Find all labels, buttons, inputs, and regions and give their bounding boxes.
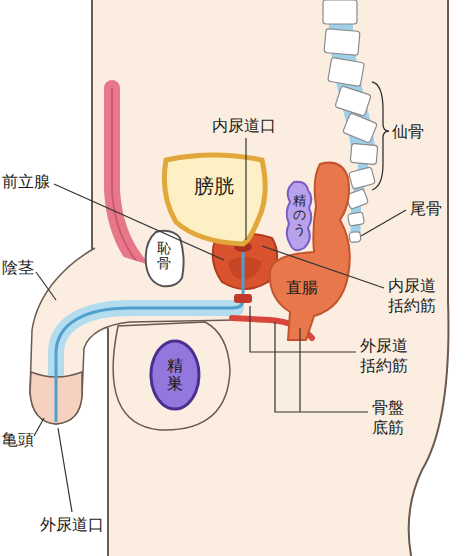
vertebra bbox=[335, 86, 371, 117]
sacrum-bracket bbox=[372, 82, 389, 190]
coccyx-segment bbox=[349, 232, 361, 243]
leader-line bbox=[275, 322, 368, 412]
leader-line bbox=[262, 246, 384, 288]
external-sphincter bbox=[234, 294, 252, 303]
organ-name: 精巣 bbox=[167, 357, 183, 392]
organ-name: 恥骨 bbox=[157, 241, 171, 272]
part-label: 内尿道 括約筋 bbox=[388, 276, 441, 316]
vertebra bbox=[343, 113, 378, 143]
organ-name: 精のう bbox=[293, 194, 306, 237]
bone-pubis: 恥骨 bbox=[142, 228, 186, 288]
node-shape bbox=[158, 150, 270, 246]
vertebra bbox=[323, 0, 357, 24]
node-outline bbox=[287, 182, 312, 251]
part-label: 外尿道 括約筋 bbox=[360, 336, 413, 376]
node-outline bbox=[164, 155, 265, 244]
organ-name: 膀胱 bbox=[194, 174, 234, 198]
organ-testis: 精巣 bbox=[148, 338, 202, 412]
organ-seminal-vesicle: 精のう bbox=[284, 180, 314, 254]
leader-line bbox=[299, 328, 300, 412]
part-label: 仙骨 bbox=[392, 122, 424, 142]
vertebra bbox=[324, 29, 360, 56]
prostate-lobe bbox=[228, 257, 262, 280]
organ-name: 直腸 bbox=[286, 278, 318, 297]
part-label: 外尿道口 bbox=[40, 515, 104, 535]
part-label: 骨盤 底筋 bbox=[372, 398, 409, 438]
scrotum bbox=[113, 322, 230, 430]
node-outline bbox=[151, 341, 199, 409]
organ-bladder: 膀胱 bbox=[158, 150, 270, 246]
corpus-spongiosum bbox=[56, 308, 236, 396]
node-outline bbox=[270, 163, 350, 340]
part-label: 前立腺 bbox=[2, 172, 50, 192]
part-label: 亀頭 bbox=[2, 430, 34, 450]
coccyx-segment bbox=[348, 212, 365, 226]
leader-line bbox=[250, 306, 356, 352]
leader-line bbox=[54, 184, 224, 260]
sacral-segment bbox=[350, 143, 378, 164]
part-label: 内尿道口 bbox=[212, 116, 276, 136]
leader-line bbox=[34, 418, 44, 436]
leader-line bbox=[58, 428, 72, 512]
sacral-segment bbox=[349, 167, 376, 189]
part-label: 尾骨 bbox=[410, 199, 442, 219]
leader-line bbox=[361, 210, 406, 236]
leader-line bbox=[36, 272, 56, 300]
vertebra bbox=[328, 57, 365, 86]
part-label: 陰茎 bbox=[2, 258, 34, 278]
leader-line bbox=[245, 138, 246, 240]
